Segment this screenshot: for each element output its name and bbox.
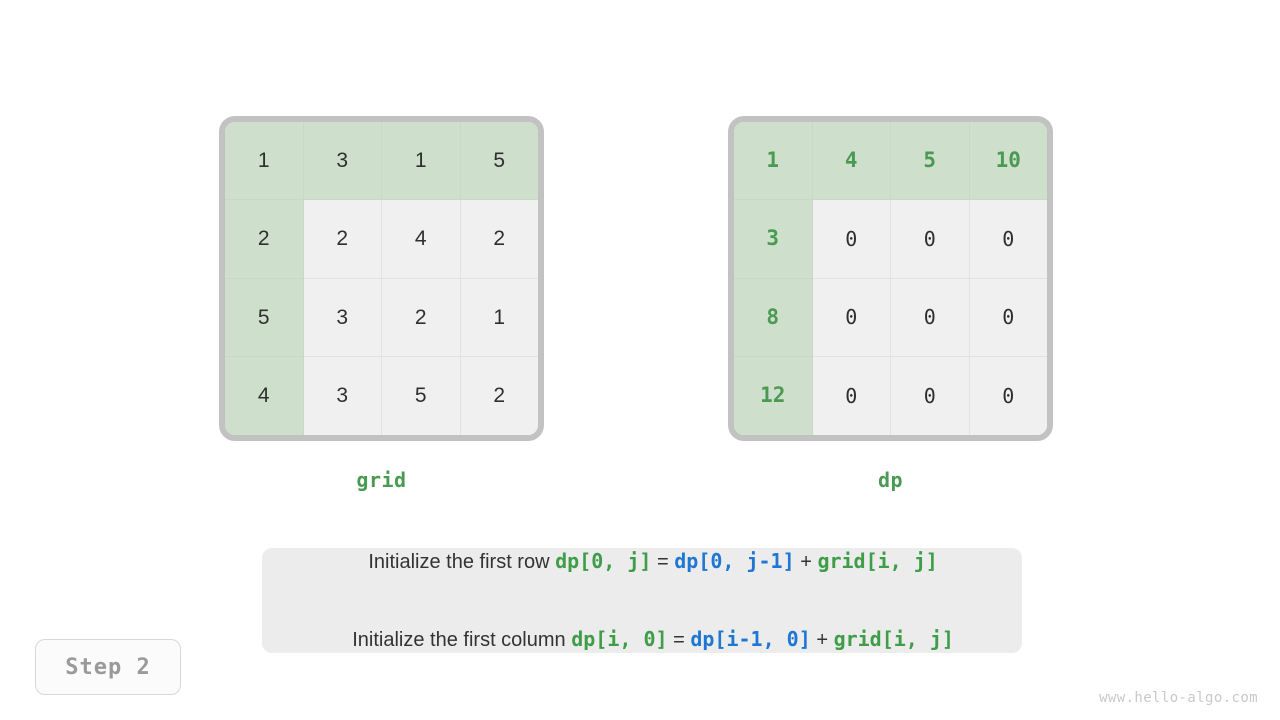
formula-line1-equals: = — [651, 551, 675, 573]
dp-cell-1-2: 0 — [891, 200, 970, 279]
dp-cell-0-2: 5 — [891, 122, 970, 201]
dp-cell-1-1: 0 — [812, 200, 891, 279]
formula-line1-rhs-dp: dp[0, j-1] — [674, 549, 795, 573]
grid-cell-3-1: 3 — [303, 356, 382, 435]
formula-line1-lhs: dp[0, j] — [555, 549, 652, 573]
grid-cell-0-0: 1 — [225, 122, 304, 201]
dp-cell-1-0: 3 — [734, 200, 813, 279]
grid-cell-0-2: 1 — [382, 122, 461, 201]
dp-cell-2-2: 0 — [891, 278, 970, 357]
grid-cell-2-0: 5 — [225, 278, 304, 357]
dp-cell-2-3: 0 — [969, 278, 1047, 357]
grid-cell-1-0: 2 — [225, 200, 304, 279]
formula-panel: Initialize the first row dp[0, j] = dp[0… — [262, 548, 1022, 653]
formula-line2-prefix: Initialize the first column — [352, 629, 572, 651]
step-badge: Step 2 — [35, 639, 181, 695]
grid-cell-2-1: 3 — [303, 278, 382, 357]
dp-matrix-label: dp — [877, 468, 904, 492]
grid-cell-2-3: 1 — [460, 278, 538, 357]
grid-cell-3-3: 2 — [460, 356, 538, 435]
formula-line-first-row: Initialize the first row dp[0, j] = dp[0… — [346, 528, 938, 595]
grid-cell-2-2: 2 — [382, 278, 461, 357]
dp-cell-3-1: 0 — [812, 356, 891, 435]
grid-cell-0-3: 5 — [460, 122, 538, 201]
formula-line1-rhs-grid: grid[i, j] — [817, 549, 938, 573]
grid-cell-1-1: 2 — [303, 200, 382, 279]
formula-line2-plus: + — [810, 629, 834, 651]
dp-cell-3-2: 0 — [891, 356, 970, 435]
formula-line1-plus: + — [794, 551, 818, 573]
dp-cell-0-1: 4 — [812, 122, 891, 201]
grid-cell-3-2: 5 — [382, 356, 461, 435]
dp-cell-1-3: 0 — [969, 200, 1047, 279]
dp-cell-2-1: 0 — [812, 278, 891, 357]
dp-cell-2-0: 8 — [734, 278, 813, 357]
formula-line2-rhs-grid: grid[i, j] — [833, 627, 954, 651]
formula-line1-prefix: Initialize the first row — [368, 551, 556, 573]
dp-cell-0-3: 10 — [969, 122, 1047, 201]
dp-cell-3-3: 0 — [969, 356, 1047, 435]
dp-cell-3-0: 12 — [734, 356, 813, 435]
watermark: www.hello-algo.com — [1099, 690, 1258, 706]
formula-line-first-column: Initialize the first column dp[i, 0] = d… — [330, 606, 954, 673]
grid-matrix-label: grid — [356, 468, 407, 492]
formula-line2-lhs: dp[i, 0] — [571, 627, 668, 651]
grid-cell-3-0: 4 — [225, 356, 304, 435]
formula-line2-equals: = — [667, 629, 691, 651]
grid-cell-1-3: 2 — [460, 200, 538, 279]
grid-cell-1-2: 4 — [382, 200, 461, 279]
formula-line2-rhs-dp: dp[i-1, 0] — [690, 627, 811, 651]
grid-cell-0-1: 3 — [303, 122, 382, 201]
dp-cell-0-0: 1 — [734, 122, 813, 201]
